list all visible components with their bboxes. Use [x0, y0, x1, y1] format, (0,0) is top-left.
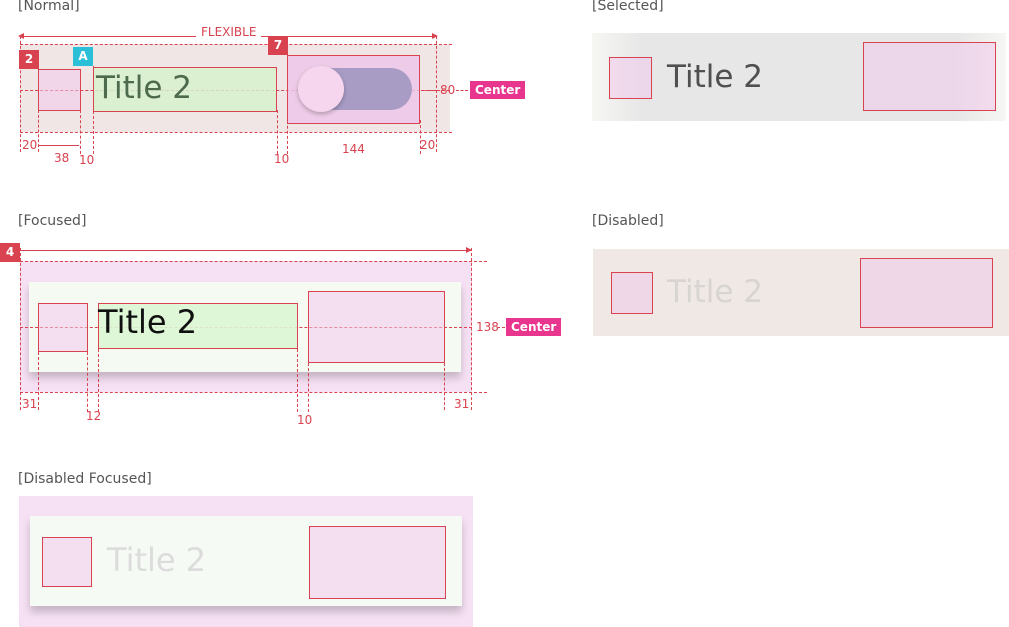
- dim-gap-title-toggle: 10: [274, 152, 290, 166]
- disabled-right-box: [860, 258, 993, 328]
- dim-right-padding: 20: [420, 138, 436, 152]
- guide-v: [420, 120, 421, 154]
- guide-v: [38, 110, 39, 152]
- selected-title: Title 2: [667, 59, 764, 95]
- badge-2: 2: [19, 50, 39, 69]
- guide-v: [20, 248, 21, 410]
- focused-arrow-head: [466, 247, 472, 253]
- guide-v: [277, 110, 278, 154]
- guide-v: [80, 110, 81, 154]
- focused-width-arrow: [20, 250, 471, 251]
- disabled-focused-icon-box: [42, 537, 92, 587]
- normal-bottom-guide: [20, 132, 452, 133]
- normal-title: Title 2: [96, 70, 193, 106]
- height-guide: [421, 90, 437, 91]
- badge-4: 4: [0, 243, 20, 262]
- focused-title-area: [98, 303, 298, 349]
- center-guide: [456, 90, 468, 91]
- guide-v: [98, 349, 99, 412]
- flexible-arrow-left-head: [18, 33, 24, 39]
- center-guide: [497, 327, 505, 328]
- focused-right-box: [308, 291, 445, 363]
- dim-gap-icon-title: 10: [79, 153, 95, 167]
- guide-v: [20, 36, 21, 152]
- state-label-selected: [Selected]: [592, 0, 664, 14]
- dim-left-padding: 20: [22, 138, 38, 152]
- guide-v: [297, 349, 298, 412]
- disabled-focused-right-box: [309, 526, 446, 599]
- selected-right-box: [863, 42, 996, 111]
- guide-v: [436, 36, 437, 152]
- normal-height-label: 80: [440, 83, 456, 97]
- flexible-arrow-right-head: [432, 33, 438, 39]
- normal-icon-box: [38, 69, 81, 111]
- selected-icon-box: [609, 57, 652, 99]
- focused-title: Title 2: [98, 303, 198, 341]
- flexible-label: FLEXIBLE: [196, 25, 262, 39]
- guide-v: [471, 248, 472, 410]
- dim-focused-right-padding: 31: [454, 397, 470, 411]
- focused-bottom-guide: [20, 392, 487, 393]
- badge-7: 7: [268, 36, 288, 55]
- toggle-knob[interactable]: [298, 66, 344, 112]
- guide-v: [308, 363, 309, 412]
- icon-width-arrow: [39, 145, 79, 146]
- normal-top-guide: [20, 44, 452, 45]
- disabled-icon-box: [611, 272, 653, 314]
- dim-focused-gap-title-box: 10: [297, 413, 313, 427]
- disabled-title: Title 2: [667, 274, 764, 310]
- focused-icon-box: [38, 303, 88, 352]
- dim-focused-gap-icon-title: 12: [86, 409, 102, 423]
- guide-v: [87, 352, 88, 412]
- guide-v: [444, 363, 445, 410]
- badge-a: A: [73, 47, 93, 66]
- state-label-disabled-focused: [Disabled Focused]: [18, 471, 152, 487]
- dim-focused-left-padding: 31: [22, 397, 38, 411]
- guide-v: [38, 352, 39, 410]
- dim-toggle-width: 144: [342, 142, 365, 156]
- state-label-focused: [Focused]: [18, 213, 87, 229]
- state-label-normal: [Normal]: [18, 0, 80, 14]
- normal-title-area: [93, 67, 277, 112]
- focused-height-label: 138: [476, 320, 499, 334]
- state-label-disabled: [Disabled]: [592, 213, 664, 229]
- disabled-focused-title: Title 2: [107, 541, 207, 579]
- focused-center-badge: Center: [506, 318, 562, 336]
- normal-center-badge: Center: [470, 81, 526, 99]
- focused-top-guide: [20, 261, 487, 262]
- dim-icon-width: 38: [54, 151, 70, 165]
